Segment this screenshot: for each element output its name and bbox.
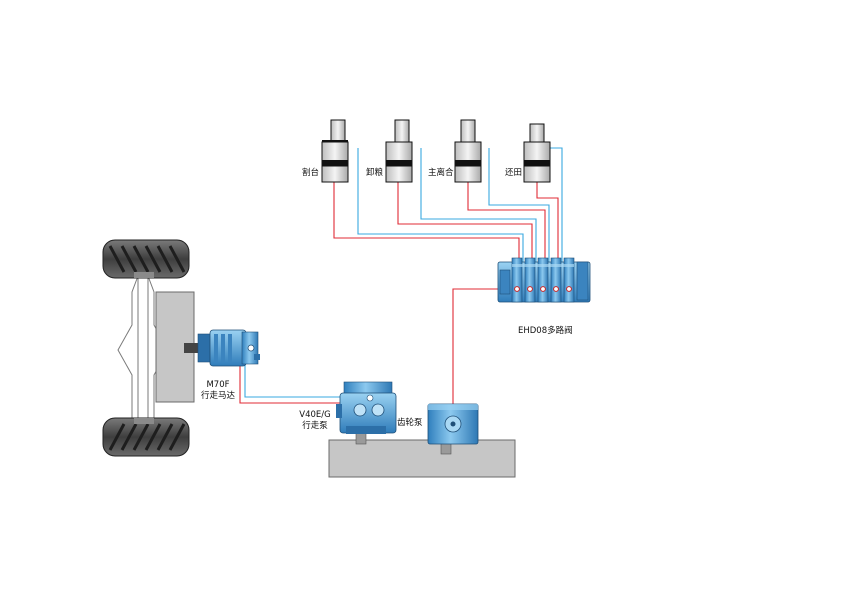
- engine-base: [328, 431, 516, 478]
- label-gear-pump: 齿轮泵: [397, 418, 423, 428]
- travel-pump: [336, 381, 397, 434]
- cylinder-1: [321, 119, 349, 183]
- label-cylinder-2: 卸粮: [366, 168, 384, 178]
- label-cylinder-3: 主离合: [428, 168, 454, 178]
- hose-cyl1-blue: [357, 148, 524, 288]
- tire-bottom: [102, 417, 190, 457]
- tire-top: [102, 239, 190, 279]
- cylinder-4: [523, 123, 551, 183]
- hose-cyl2-red: [397, 182, 533, 288]
- label-cylinder-1: 割台: [302, 168, 320, 178]
- hose-gearpump-valve-red: [452, 288, 507, 430]
- hose-cyl3-blue: [488, 148, 550, 288]
- axle-assembly: [117, 275, 198, 419]
- hose-pump-motor-blue: [244, 356, 342, 398]
- label-pump-name: 行走泵: [302, 421, 328, 431]
- multi-way-valve: [497, 257, 591, 303]
- label-pump-model: V40E/G: [299, 410, 331, 420]
- label-motor-name: 行走马达: [200, 391, 235, 401]
- label-motor-model: M70F: [206, 380, 230, 390]
- hose-cyl3-red: [467, 182, 546, 288]
- hose-cyl1-red: [333, 182, 520, 288]
- hose-cyl2-blue: [420, 148, 537, 288]
- hose-cyl4-blue: [548, 147, 563, 288]
- cylinder-3: [454, 119, 482, 183]
- label-cylinder-4: 还田: [505, 168, 523, 178]
- hose-cyl4-red: [536, 182, 559, 288]
- cylinder-2: [385, 119, 413, 183]
- label-valve: EHD08多路阀: [518, 326, 573, 336]
- gear-pump: [427, 403, 479, 445]
- travel-motor: [197, 329, 260, 367]
